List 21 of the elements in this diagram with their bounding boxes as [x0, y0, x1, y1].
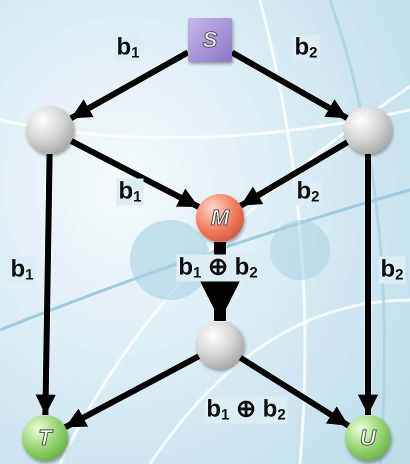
edge-label: b$_{1}$ [8, 256, 36, 284]
node-label: T [38, 427, 52, 449]
arrow [238, 355, 350, 428]
arrow [69, 50, 190, 121]
node-label: S [202, 29, 218, 51]
node-label: U [360, 427, 376, 449]
arrow [36, 154, 56, 416]
edge-label: b$_{2}$ [292, 34, 320, 62]
node-label: M [210, 207, 230, 229]
arrow [70, 138, 200, 210]
arrow [230, 50, 349, 121]
edge-label: b$_{1}$ ⊕ b$_{2}$ [176, 254, 260, 282]
arrow [64, 354, 200, 430]
flow-label: b$_{1}$ ⊕ b$_{2}$ [204, 396, 288, 424]
arrow [358, 154, 378, 415]
edge-label: b$_{1}$ [116, 178, 144, 206]
edge-label: b$_{1}$ [114, 34, 142, 62]
edge-label: b$_{2}$ [294, 178, 322, 206]
source-square [188, 18, 232, 62]
edge-label: b$_{2}$ [378, 256, 406, 284]
arrow [239, 140, 349, 208]
